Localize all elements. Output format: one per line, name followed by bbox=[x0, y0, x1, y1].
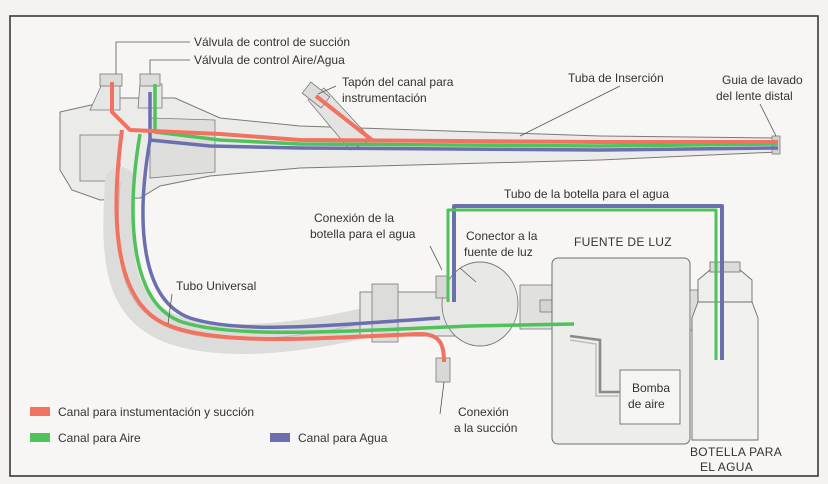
leader-lines bbox=[115, 41, 777, 415]
air-pump-box bbox=[619, 369, 681, 425]
label-universal-tube: Tubo Universal bbox=[176, 279, 256, 293]
air-bottle-tube bbox=[446, 208, 718, 360]
label-water-bottle-tube: Tubo de la botella para el agua bbox=[504, 187, 669, 201]
water-channel-universal bbox=[141, 139, 441, 329]
label-channel-cap-2: instrumentación bbox=[342, 91, 427, 105]
legend: Canal para instumentación y succión Cana… bbox=[30, 405, 388, 445]
label-suction-connection-2: a la succión bbox=[454, 421, 517, 435]
water-bottle bbox=[691, 261, 759, 441]
air-channel-scope bbox=[153, 84, 779, 148]
legend-swatch-water bbox=[270, 433, 290, 442]
instrument-channel-port bbox=[314, 94, 374, 142]
label-air-pump-1: Bomba bbox=[632, 381, 670, 395]
air-channel-universal bbox=[131, 133, 575, 334]
legend-swatch-instrument bbox=[30, 407, 50, 416]
label-bottle-connection-1: Conexión de la bbox=[314, 211, 394, 225]
label-bottle-connection-2: botella para el agua bbox=[310, 227, 416, 241]
label-air-pump-2: de aire bbox=[628, 397, 665, 411]
label-light-source: FUENTE DE LUZ bbox=[574, 235, 672, 249]
label-lens-guide-2: del lente distal bbox=[716, 89, 793, 103]
legend-swatch-air bbox=[30, 433, 50, 442]
instrument-channel-scope bbox=[110, 82, 778, 144]
label-channel-cap-1: Tapón del canal para bbox=[342, 75, 454, 89]
instrument-channel-universal bbox=[114, 129, 446, 363]
label-lens-guide-1: Guia de lavado bbox=[722, 73, 803, 87]
label-light-connector-2: fuente de luz bbox=[464, 245, 533, 259]
water-bottle-tube bbox=[452, 204, 724, 360]
labels: Válvula de control de succión Válvula de… bbox=[176, 35, 803, 474]
legend-label-water: Canal para Agua bbox=[298, 431, 388, 445]
label-air-water-valve: Válvula de control Aire/Agua bbox=[194, 53, 345, 67]
label-water-bottle-1: BOTELLA PARA bbox=[690, 445, 782, 459]
legend-label-air: Canal para Aire bbox=[58, 431, 141, 445]
light-source-unit bbox=[551, 257, 699, 445]
label-suction-connection-1: Conexión bbox=[458, 405, 509, 419]
label-light-connector-1: Conector a la bbox=[466, 229, 538, 243]
legend-label-instrument: Canal para instumentación y succión bbox=[58, 405, 254, 419]
channels bbox=[110, 82, 779, 363]
label-insertion-tube: Tuba de Inserción bbox=[568, 71, 664, 85]
label-water-bottle-2: EL AGUA bbox=[700, 460, 753, 474]
label-suction-valve: Válvula de control de succión bbox=[194, 35, 350, 49]
